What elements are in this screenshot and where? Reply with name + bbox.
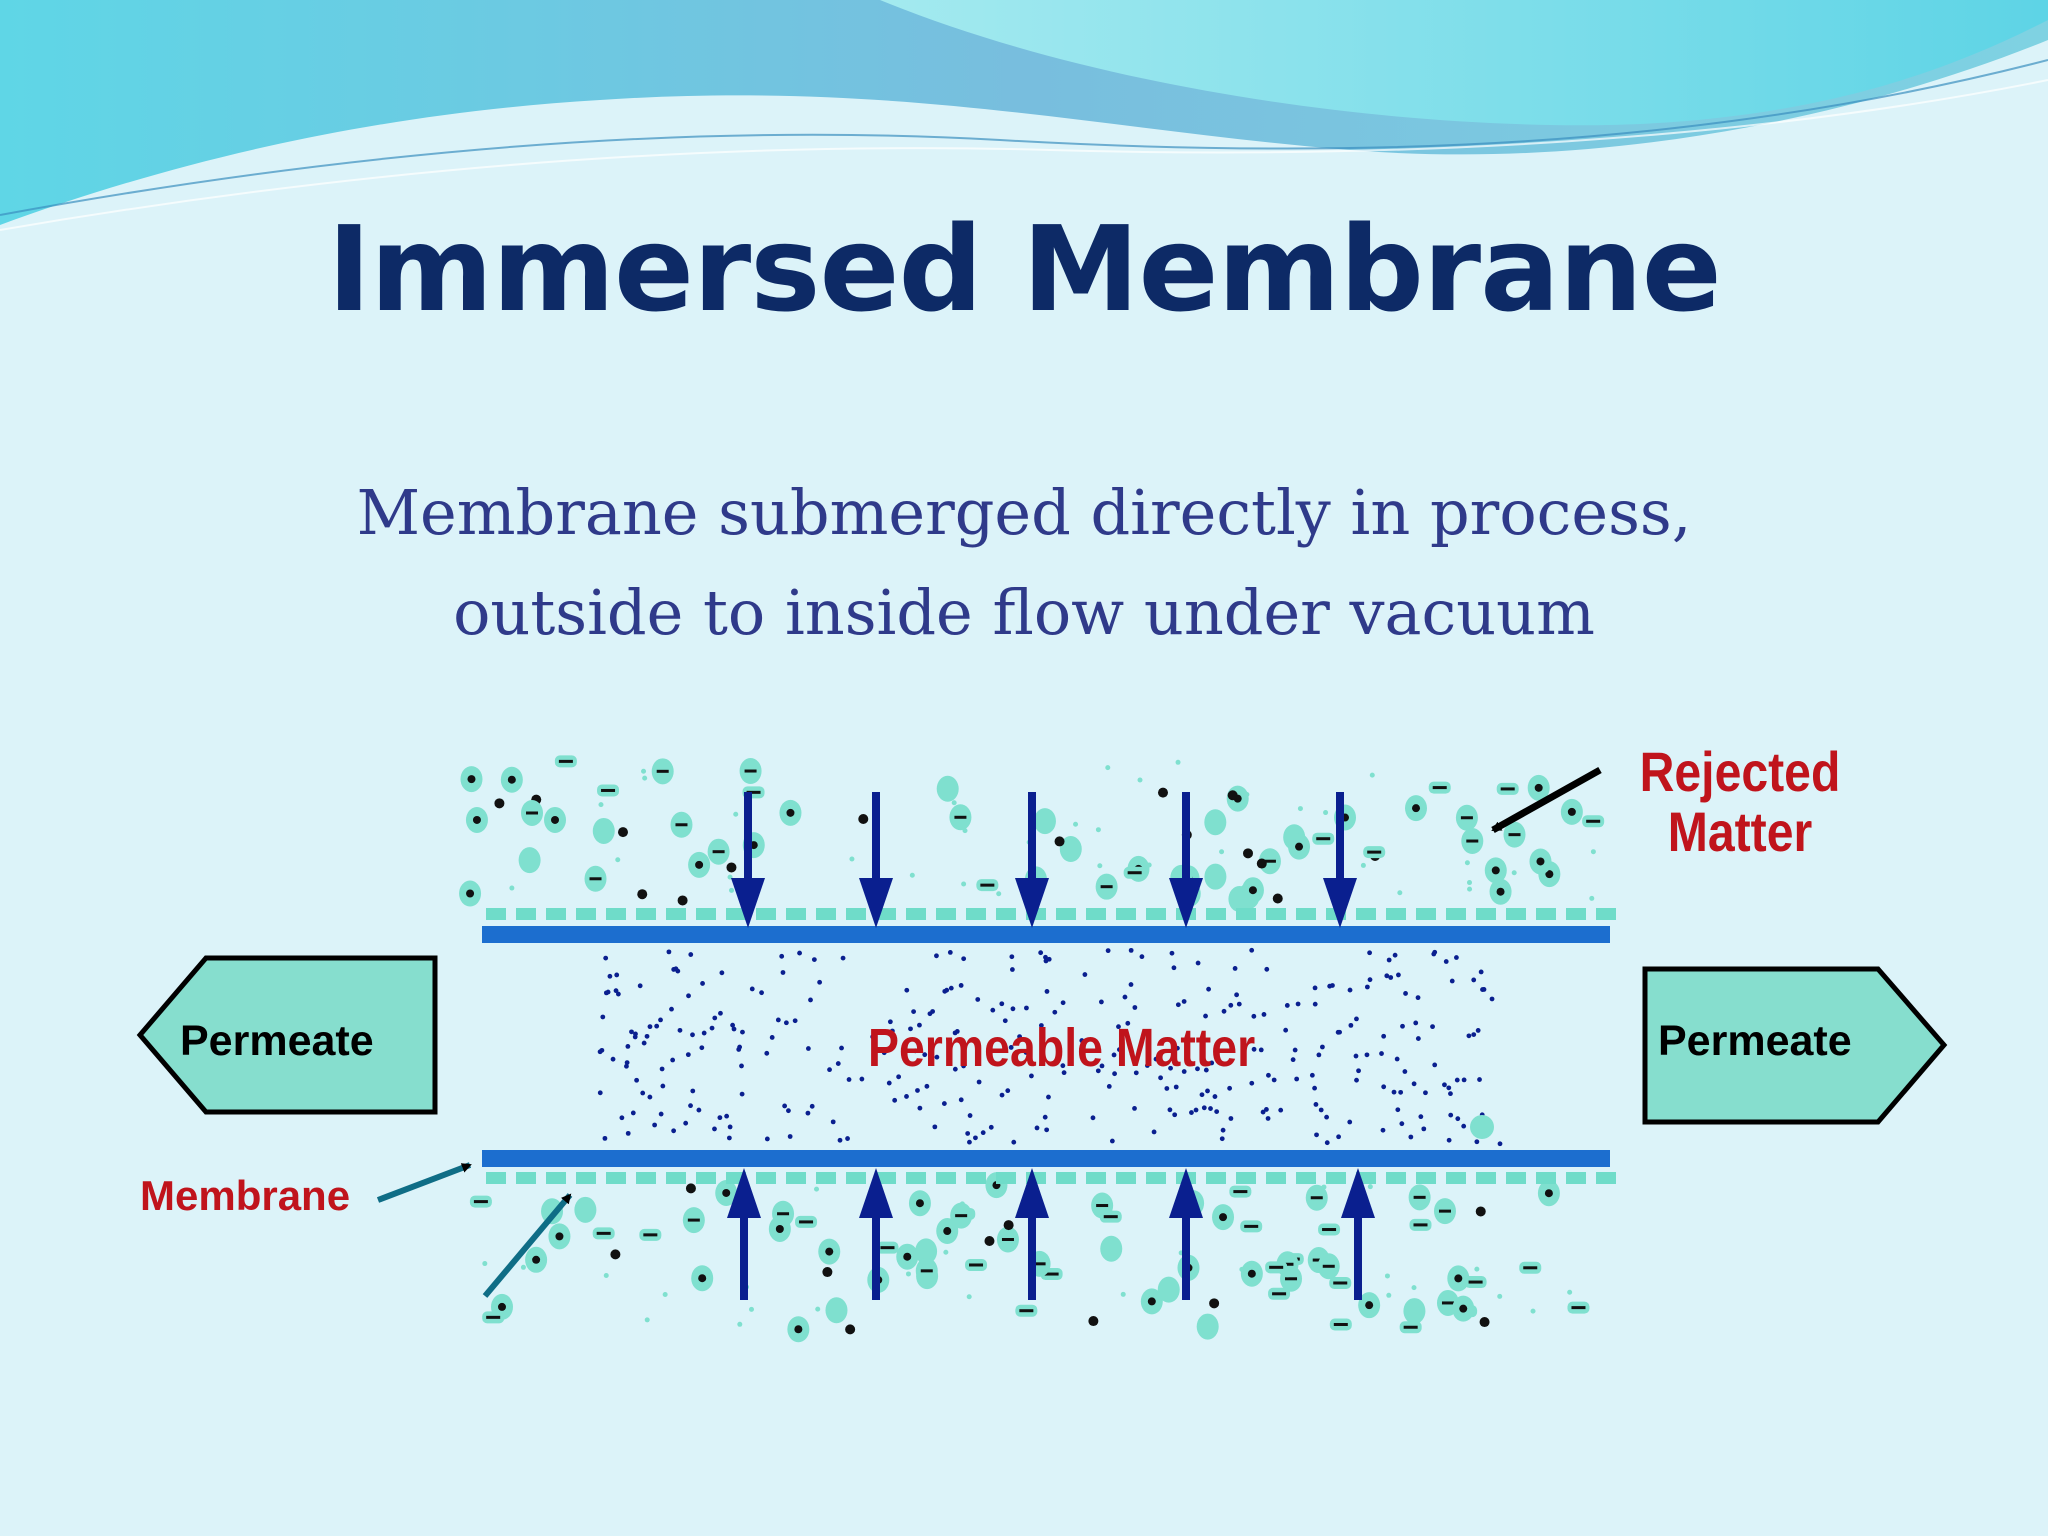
subtitle-line-2: outside to inside flow under vacuum — [453, 576, 1595, 649]
membrane-bottom — [482, 1150, 1616, 1184]
rejected-label-line-1: Rejected — [1639, 740, 1841, 803]
rejected-matter-label: Rejected Matter — [1628, 742, 1852, 862]
permeate-arrow-right — [1642, 966, 1948, 1125]
membrane-pointer-arrows — [376, 1162, 573, 1298]
rejected-particles-top — [459, 755, 1605, 913]
rejected-label-line-2: Matter — [1667, 800, 1813, 863]
permeate-left-label: Permeate — [180, 1017, 374, 1065]
inflow-arrows-top — [731, 792, 1357, 928]
permeate-right-label: Permeate — [1658, 1017, 1852, 1065]
rejected-particles-bottom — [469, 1172, 1590, 1343]
permeate-arrow-left — [136, 955, 438, 1115]
rejected-pointer-arrow — [1491, 766, 1602, 834]
membrane-label: Membrane — [140, 1172, 351, 1219]
subtitle-line-1: Membrane submerged directly in process, — [356, 476, 1692, 549]
slide-title: Immersed Membrane — [327, 200, 1722, 338]
permeable-matter-label: Permeable Matter — [868, 1018, 1256, 1078]
inflow-arrows-bottom — [727, 1168, 1375, 1300]
permeable-particles — [597, 947, 1503, 1147]
membrane-top — [482, 908, 1616, 943]
